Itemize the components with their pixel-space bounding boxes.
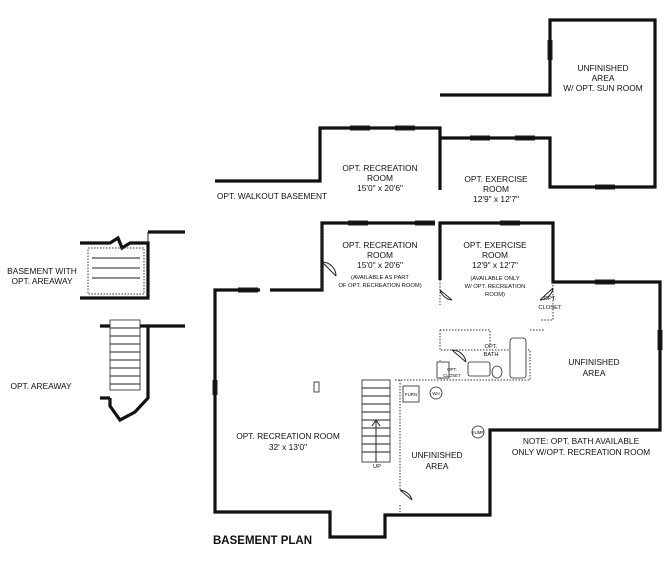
- label-opt-closet-small-2: CLOSET: [443, 373, 461, 378]
- label-walkout-exercise-1: OPT. EXERCISE: [464, 174, 528, 184]
- label-note-1: NOTE: OPT. BATH AVAILABLE: [523, 436, 640, 446]
- label-opt-bath-2: BATH: [483, 352, 498, 358]
- vanity: [467, 361, 491, 377]
- label-main-rec-note-2: OF OPT. RECREATION ROOM): [338, 283, 421, 289]
- label-main-exercise-note-3: ROOM): [485, 292, 505, 298]
- label-walkout-rec-3: 15'0" x 20'6": [357, 183, 403, 193]
- label-opt-areaway: OPT. AREAWAY: [10, 381, 72, 391]
- label-walkout-rec-2: ROOM: [367, 173, 393, 183]
- label-basement-with-1: BASEMENT WITH: [7, 266, 77, 276]
- label-main-rec-1: OPT. RECREATION: [342, 240, 417, 250]
- label-main-exercise-2: ROOM: [482, 250, 508, 260]
- label-basement-with-2: OPT. AREAWAY: [11, 276, 73, 286]
- plan-title: BASEMENT PLAN: [213, 535, 312, 547]
- label-main-exercise-3: 12'9" x 12'7": [472, 260, 518, 270]
- label-unfinished-right-2: AREA: [583, 368, 606, 378]
- label-unfinished-center-2: AREA: [426, 461, 449, 471]
- label-opt-closet-small-1: OPT.: [447, 367, 457, 372]
- label-opt-closet-2: CLOSET: [538, 305, 562, 311]
- label-rec-room-large-1: OPT. RECREATION ROOM: [236, 431, 340, 441]
- label-walkout-basement: OPT. WALKOUT BASEMENT: [217, 191, 327, 201]
- label-walkout-rec-1: OPT. RECREATION: [342, 163, 417, 173]
- label-main-exercise-note-2: W/ OPT. RECREATION: [465, 284, 526, 290]
- label-opt-closet-1: OPT.: [544, 296, 557, 302]
- label-walkout-exercise-3: 12'9" x 12'7": [473, 194, 519, 204]
- walkout-wall: [215, 18, 657, 190]
- rec-room-partition: [321, 225, 554, 381]
- areaway-basement-detail: [80, 230, 185, 300]
- label-main-exercise-1: OPT. EXERCISE: [463, 240, 527, 250]
- label-opt-bath-1: OPT.: [485, 344, 498, 350]
- bathtub: [509, 337, 527, 379]
- label-unfinished-right-1: UNFINISHED: [568, 357, 619, 367]
- furnace: [402, 385, 420, 403]
- label-unfinished-sunroom-3: W/ OPT. SUN ROOM: [563, 83, 643, 93]
- staircase: [361, 379, 391, 463]
- label-unfinished-center-1: UNFINISHED: [411, 450, 462, 460]
- label-stairs-up: UP: [373, 464, 381, 470]
- label-main-rec-2: ROOM: [367, 250, 393, 260]
- label-note-2: ONLY W/OPT. RECREATION ROOM: [512, 447, 650, 457]
- label-rec-room-large-2: 32' x 13'0": [269, 442, 307, 452]
- water-heater: [429, 386, 443, 400]
- toilet: [491, 365, 503, 379]
- label-main-exercise-note-1: (AVAILABLE ONLY: [470, 276, 519, 282]
- label-main-rec-3: 15'0" x 20'6": [357, 260, 403, 270]
- label-unfinished-sunroom-1: UNFINISHED: [577, 63, 628, 73]
- label-sump: SUMP: [472, 430, 485, 435]
- areaway-detail: [100, 319, 185, 423]
- label-unfinished-sunroom-2: AREA: [592, 73, 615, 83]
- label-main-rec-note-1: (AVAILABLE AS PART: [351, 275, 409, 281]
- label-furnace: FURN: [405, 392, 417, 397]
- label-water-heater: WH: [432, 391, 439, 396]
- label-walkout-exercise-2: ROOM: [483, 184, 509, 194]
- sump-pit: [471, 425, 485, 439]
